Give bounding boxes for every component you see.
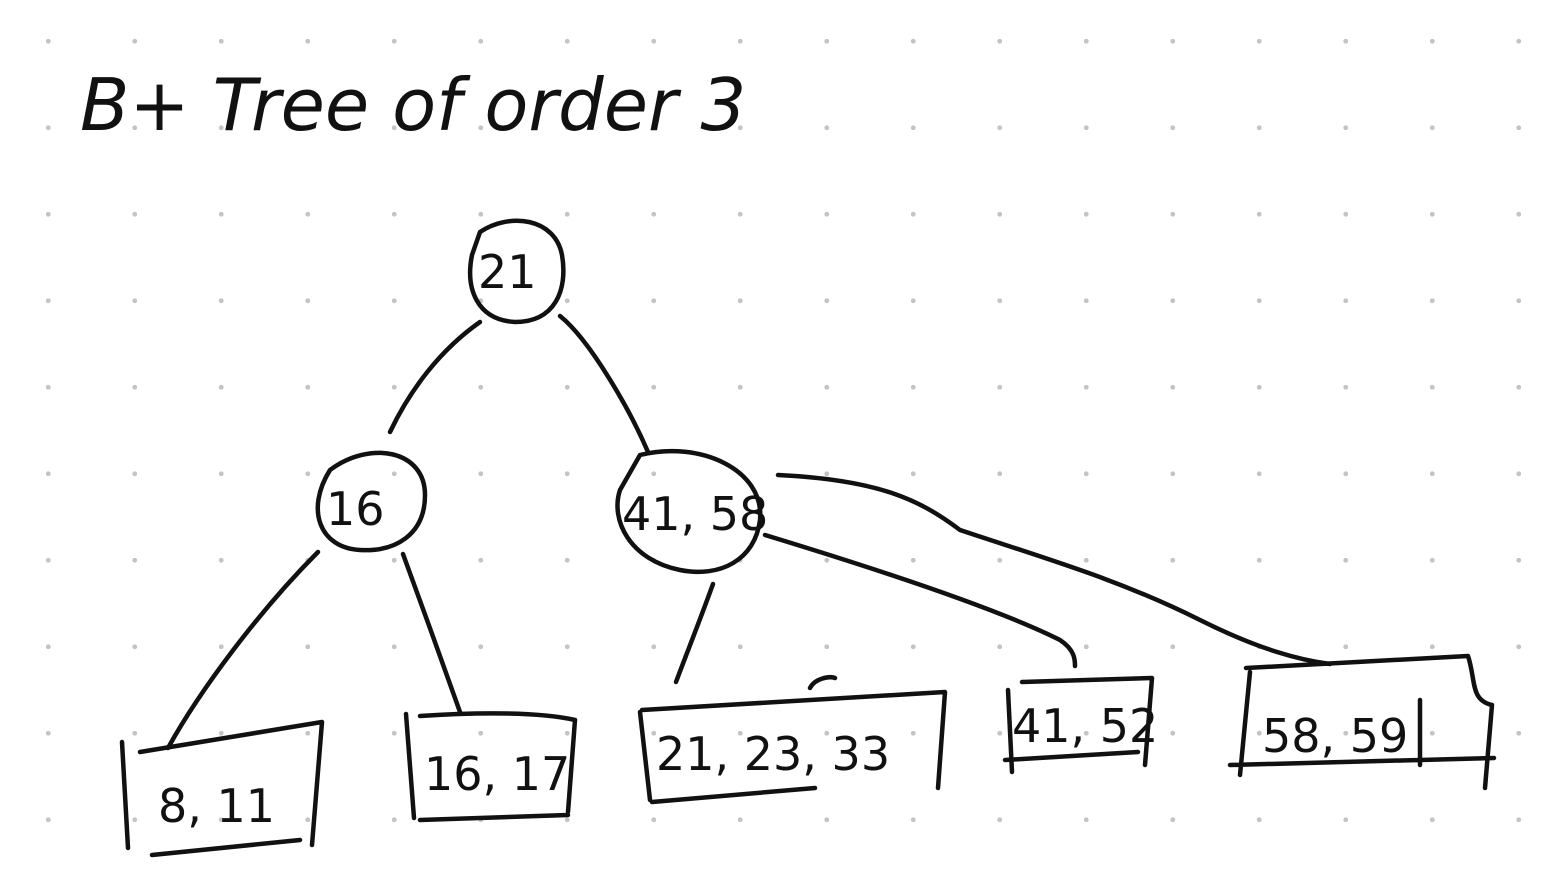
leaf-keys-3: 21, 23, 33 [656,727,890,781]
leaf-keys-4: 41, 52 [1012,699,1158,753]
diagram-title: B+ Tree of order 3 [80,63,746,147]
leaf-node-4 [1002,675,1155,775]
leaf-keys-2: 16, 17 [424,747,570,801]
leaf-node-5 [1227,653,1497,791]
internal-node-41-58 [615,449,763,575]
internal-node-16 [315,450,428,553]
edge-58-leaf5 [775,472,1333,667]
edge-41-leaf4 [762,532,1078,669]
root-key: 21 [478,245,537,299]
edge-root-16 [387,319,483,435]
edge-41-leaf3 [673,581,716,685]
leaf-node-3 [637,675,948,805]
edge-root-41-58 [557,313,651,455]
internal-key-16: 16 [326,482,385,536]
edge-16-leaf1 [165,549,321,751]
leaf-node-2 [403,711,578,823]
leaf-keys-5: 58, 59 [1262,709,1408,763]
root-node [467,218,566,325]
leaf-keys-1: 8, 11 [158,779,275,833]
edge-16-leaf2 [400,551,463,715]
leaf-node-1 [119,719,325,858]
internal-key-41-58: 41, 58 [622,487,768,541]
